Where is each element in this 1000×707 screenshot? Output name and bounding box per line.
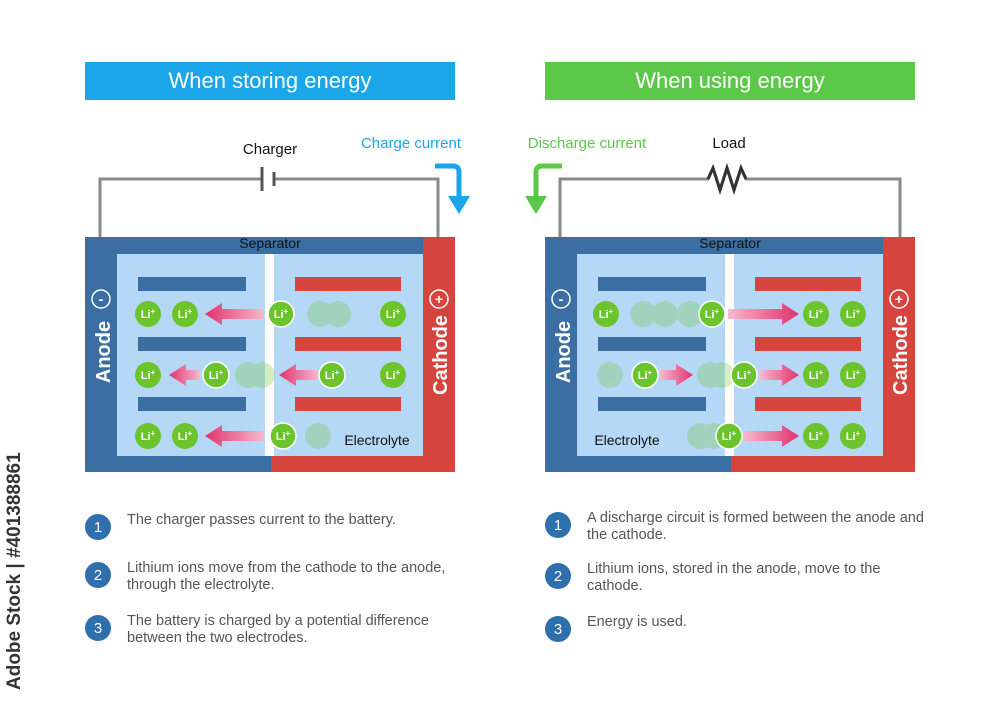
- left-cell: Charger Charge current Separator Anode C…: [85, 135, 470, 472]
- svg-text:Li+: Li+: [846, 429, 861, 443]
- charger-icon: [260, 167, 276, 191]
- right-cathode: [883, 237, 915, 472]
- left-separator: [265, 254, 274, 456]
- step-number: 2: [545, 563, 571, 589]
- charge-current-arrow: [435, 163, 462, 196]
- right-anode-label: Anode: [553, 321, 575, 383]
- right-separator: [725, 254, 734, 456]
- svg-text:Li+: Li+: [737, 368, 752, 382]
- step-item: 3 Energy is used.: [545, 614, 687, 642]
- lithium-ion: Li+: [267, 300, 295, 328]
- step-text: The battery is charged by a potential di…: [127, 613, 430, 646]
- step-item: 1 A discharge circuit is formed between …: [545, 510, 925, 544]
- right-electrolyte-label: Electrolyte: [594, 432, 660, 448]
- right-cathode-label: Cathode: [890, 315, 912, 395]
- svg-text:Li+: Li+: [599, 307, 614, 321]
- left-cathode-label: Cathode: [430, 315, 452, 395]
- svg-text:Li+: Li+: [276, 429, 291, 443]
- discharge-current-arrowhead: [525, 196, 547, 214]
- left-minus-sign: -: [99, 291, 104, 307]
- lithium-ion: Li+: [593, 301, 619, 327]
- svg-text:Li+: Li+: [722, 429, 737, 443]
- left-ions: Li+ Li+ Li+ Li+ Li+ Li+ Li+ Li+ Li+ Li+ …: [135, 300, 406, 450]
- step-item: 1 The charger passes current to the batt…: [85, 512, 396, 540]
- svg-text:Li+: Li+: [846, 307, 861, 321]
- step-item: 2 Lithium ions, stored in the anode, mov…: [545, 561, 925, 595]
- step-item: 2 Lithium ions move from the cathode to …: [85, 560, 465, 594]
- lithium-ion: Li+: [730, 361, 758, 389]
- right-separator-label: Separator: [699, 235, 761, 251]
- svg-text:Li+: Li+: [705, 307, 720, 321]
- lithium-ion: Li+: [803, 423, 829, 449]
- lithium-ion: Li+: [380, 362, 406, 388]
- svg-text:Li+: Li+: [141, 429, 156, 443]
- svg-text:Li+: Li+: [846, 368, 861, 382]
- step-number: 3: [545, 616, 571, 642]
- lithium-ion: Li+: [840, 423, 866, 449]
- load-label: Load: [712, 135, 745, 152]
- discharge-current-arrow: [533, 163, 562, 196]
- lithium-ion: Li+: [715, 422, 743, 450]
- charger-label: Charger: [243, 141, 297, 158]
- lithium-ion: Li+: [803, 362, 829, 388]
- lithium-ion: Li+: [840, 362, 866, 388]
- svg-text:Li+: Li+: [209, 368, 224, 382]
- step-number: 3: [85, 615, 111, 641]
- right-cell: Load Discharge current Separator Anode C…: [525, 135, 915, 472]
- left-cathode: [423, 237, 455, 472]
- lithium-ion: Li+: [202, 361, 230, 389]
- left-plus-sign: +: [435, 291, 443, 307]
- svg-text:Li+: Li+: [178, 429, 193, 443]
- lithium-ion: Li+: [135, 423, 161, 449]
- svg-text:Li+: Li+: [809, 429, 824, 443]
- lithium-ion: Li+: [318, 361, 346, 389]
- right-ions: Li+ Li+ Li+ Li+ Li+ Li+ Li+ Li+ Li+ Li+ …: [593, 300, 866, 450]
- step-text: Lithium ions, stored in the anode, move …: [587, 561, 881, 594]
- lithium-ion: Li+: [172, 423, 198, 449]
- charge-current-label: Charge current: [361, 135, 462, 152]
- lithium-ion: Li+: [135, 362, 161, 388]
- using-energy-title: When using energy: [545, 62, 915, 100]
- charge-current-arrowhead: [448, 196, 470, 214]
- lithium-ion: Li+: [135, 301, 161, 327]
- lithium-ion: Li+: [269, 422, 297, 450]
- left-anode-label: Anode: [93, 321, 115, 383]
- stock-watermark: Adobe Stock | #401388861: [4, 452, 25, 690]
- svg-text:Li+: Li+: [638, 368, 653, 382]
- left-circuit-wire: [98, 177, 440, 237]
- step-text: Energy is used.: [587, 614, 687, 630]
- svg-text:Li+: Li+: [809, 368, 824, 382]
- step-text: The charger passes current to the batter…: [127, 512, 396, 528]
- load-resistor-icon: [706, 163, 748, 195]
- step-number: 1: [545, 512, 571, 538]
- svg-text:Li+: Li+: [809, 307, 824, 321]
- lithium-ion: Li+: [172, 301, 198, 327]
- right-plus-sign: +: [895, 291, 903, 307]
- step-text: Lithium ions move from the cathode to th…: [127, 560, 446, 593]
- svg-text:Li+: Li+: [178, 307, 193, 321]
- left-separator-label: Separator: [239, 235, 301, 251]
- svg-text:Li+: Li+: [141, 368, 156, 382]
- step-text: A discharge circuit is formed between th…: [587, 510, 924, 543]
- right-minus-sign: -: [559, 291, 564, 307]
- storing-energy-title: When storing energy: [85, 62, 455, 100]
- lithium-ion: Li+: [840, 301, 866, 327]
- svg-text:Li+: Li+: [386, 307, 401, 321]
- lithium-ion: Li+: [698, 300, 726, 328]
- step-item: 3 The battery is charged by a potential …: [85, 613, 465, 647]
- svg-text:Li+: Li+: [141, 307, 156, 321]
- svg-text:Li+: Li+: [325, 368, 340, 382]
- lithium-ion: Li+: [380, 301, 406, 327]
- lithium-ion: Li+: [803, 301, 829, 327]
- svg-text:Li+: Li+: [386, 368, 401, 382]
- step-number: 1: [85, 514, 111, 540]
- step-number: 2: [85, 562, 111, 588]
- discharge-current-label: Discharge current: [528, 135, 647, 152]
- svg-text:Li+: Li+: [274, 307, 289, 321]
- lithium-ion: Li+: [631, 361, 659, 389]
- left-electrolyte-label: Electrolyte: [344, 432, 410, 448]
